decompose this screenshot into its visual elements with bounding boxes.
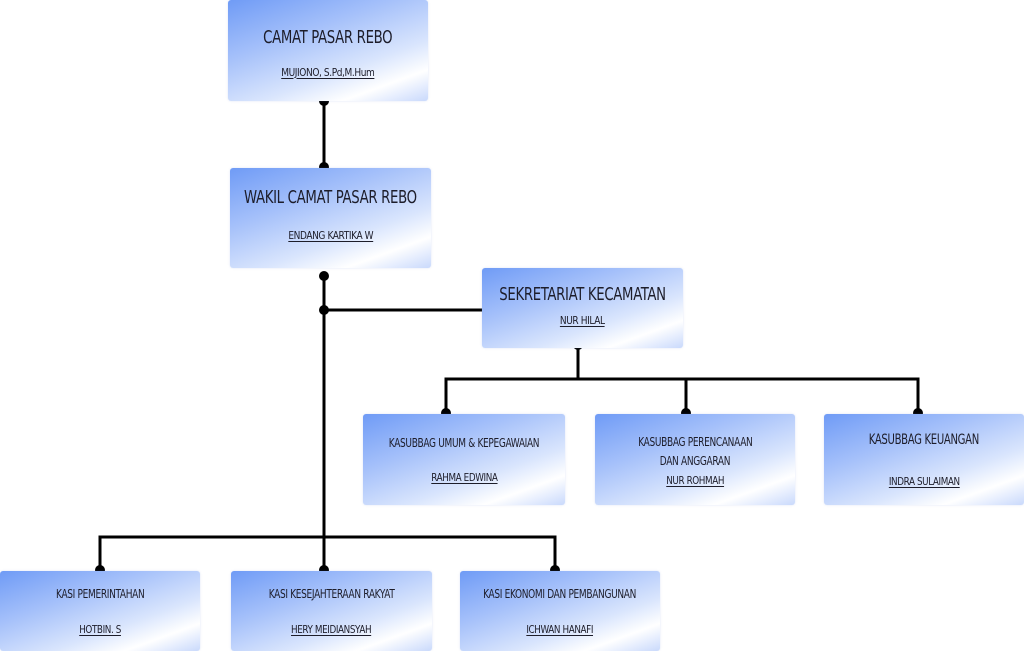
node-name: NUR ROHMAH bbox=[666, 474, 724, 488]
connector-dot bbox=[319, 271, 329, 281]
node-name: HERY MEIDIANSYAH bbox=[291, 622, 372, 636]
node-kasubbag-perencanaan: KASUBBAG PERENCANAAN DAN ANGGARAN NUR RO… bbox=[595, 414, 795, 505]
node-title: KASI EKONOMI DAN PEMBANGUNAN bbox=[483, 586, 637, 602]
node-title-line-1: KASUBBAG PERENCANAAN bbox=[637, 433, 753, 449]
node-kasi-pemerintahan: KASI PEMERINTAHAN HOTBIN. S bbox=[0, 571, 200, 651]
node-title: CAMAT PASAR REBO bbox=[263, 27, 393, 49]
node-name: ICHWAN HANAFI bbox=[526, 622, 594, 636]
node-kasi-ekonomi: KASI EKONOMI DAN PEMBANGUNAN ICHWAN HANA… bbox=[460, 571, 660, 651]
node-name: NUR HILAL bbox=[560, 314, 605, 328]
connector-dot bbox=[319, 305, 329, 315]
node-title: WAKIL CAMAT PASAR REBO bbox=[244, 186, 417, 208]
node-name: ENDANG KARTIKA W bbox=[288, 229, 373, 243]
node-name: MUJIONO, S.Pd,M.Hum bbox=[281, 65, 375, 79]
node-name: RAHMA EDWINA bbox=[430, 471, 498, 485]
node-title: KASUBBAG UMUM & KEPEGAWAIAN bbox=[388, 434, 540, 450]
node-kasubbag-umum: KASUBBAG UMUM & KEPEGAWAIAN RAHMA EDWINA bbox=[363, 414, 565, 505]
node-sekretariat: SEKRETARIAT KECAMATAN NUR HILAL bbox=[482, 268, 683, 348]
node-title-line-2: DAN ANGGARAN bbox=[659, 453, 731, 468]
node-camat: CAMAT PASAR REBO MUJIONO, S.Pd,M.Hum bbox=[228, 0, 428, 101]
node-title: KASI PEMERINTAHAN bbox=[55, 586, 145, 602]
node-wakil-camat: WAKIL CAMAT PASAR REBO ENDANG KARTIKA W bbox=[230, 168, 431, 268]
node-kasi-kesra: KASI KESEJAHTERAAN RAKYAT HERY MEIDIANSY… bbox=[231, 571, 432, 651]
node-title: SEKRETARIAT KECAMATAN bbox=[499, 283, 666, 305]
node-title: KASI KESEJAHTERAAN RAKYAT bbox=[268, 586, 395, 602]
node-name: HOTBIN. S bbox=[79, 622, 121, 636]
node-kasubbag-keuangan: KASUBBAG KEUANGAN INDRA SULAIMAN bbox=[824, 414, 1024, 505]
node-title: KASUBBAG KEUANGAN bbox=[868, 431, 980, 448]
node-name: INDRA SULAIMAN bbox=[888, 475, 960, 489]
